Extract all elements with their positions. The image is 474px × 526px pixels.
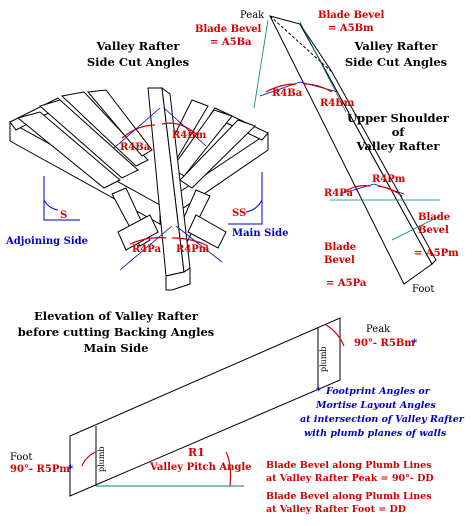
r4pm-arc-right xyxy=(377,185,403,197)
plumb-line-foot xyxy=(391,215,441,241)
side-cut-line xyxy=(175,225,223,263)
elevation-peak-label: Peak xyxy=(366,324,391,335)
label-r4ba-left: R4Ba xyxy=(120,142,151,153)
elevation-foot-label: Foot xyxy=(10,452,32,463)
r4bm-arc xyxy=(161,122,197,135)
foot-angle-star: * xyxy=(68,464,74,475)
right-title-line1: Valley Rafter xyxy=(354,39,439,53)
label-adjoining-side: Adjoining Side xyxy=(5,236,88,247)
blade-bevel-a5pa-line1: Blade xyxy=(324,242,356,253)
footnote-star: * xyxy=(316,386,321,397)
plumb-label-lower: plumb xyxy=(97,446,106,472)
peak-angle-arc xyxy=(325,324,345,347)
footnote-line3: at intersection of Valley Rafter xyxy=(300,414,465,425)
label-r4pm-right: R4Pm xyxy=(372,174,406,185)
blade-bevel-a5ba-line1: Blade Bevel xyxy=(195,24,262,35)
peak-angle-star: * xyxy=(412,338,418,349)
elevation-title-line1: Elevation of Valley Rafter xyxy=(34,309,199,323)
foot-bevel-note-line1: Blade Bevel along Plumb Lines xyxy=(266,491,432,502)
elevation-title-line3: Main Side xyxy=(84,341,149,355)
label-r4pm-left: R4Pm xyxy=(176,244,210,255)
rafter-elevation-body xyxy=(69,317,341,497)
r1-arc xyxy=(225,451,232,487)
rafter xyxy=(60,91,149,167)
pitch-label: Valley Pitch Angle xyxy=(149,462,252,473)
blade-bevel-a5bm-line2: = A5Bm xyxy=(328,23,374,34)
blade-bevel-a5pm-line3: = A5Pm xyxy=(414,248,459,259)
rafter-side xyxy=(299,23,437,265)
main-side-triangle xyxy=(228,172,263,225)
r4pa-arc-right xyxy=(343,185,371,193)
peak-label: Peak xyxy=(240,10,265,21)
blade-bevel-a5bm-line1: Blade Bevel xyxy=(318,10,385,21)
label-r4bm-right: R4Bm xyxy=(320,98,355,109)
left-title-line2: Side Cut Angles xyxy=(87,55,189,69)
blade-bevel-a5pm-line2: Bevel xyxy=(418,225,449,236)
footnote-line2: Mortise Layout Angles xyxy=(315,400,436,411)
adjoining-side-triangle xyxy=(43,176,80,221)
upper-shoulder-line3: Valley Rafter xyxy=(356,139,441,153)
rafter xyxy=(87,89,153,157)
right-title-line2: Side Cut Angles xyxy=(345,55,447,69)
blade-bevel-line-left xyxy=(253,19,269,109)
peak-bevel-note-line2: at Valley Rafter Peak = 90°- DD xyxy=(266,473,434,484)
rafter-top-edge xyxy=(269,15,333,73)
blade-bevel-a5ba-line2: = A5Ba xyxy=(210,37,252,48)
foot-bevel-note-line2: at Valley Rafter Foot = DD xyxy=(266,504,406,515)
peak-angle-label: 90°- R5Bm xyxy=(354,338,415,349)
label-s: S xyxy=(60,210,67,221)
blade-bevel-a5pm-line1: Blade xyxy=(418,212,450,223)
blade-bevel-a5pa-line3: = A5Pa xyxy=(326,278,367,289)
side-cut-line xyxy=(113,107,161,149)
blade-bevel-line-right xyxy=(299,21,347,113)
foot-angle-arc xyxy=(81,451,97,467)
label-main-side: Main Side xyxy=(232,228,288,239)
label-ss: SS xyxy=(232,208,246,219)
label-r4pa-left: R4Pa xyxy=(132,244,162,255)
rafter xyxy=(16,111,121,189)
peak-bevel-note-line1: Blade Bevel along Plumb Lines xyxy=(266,460,432,471)
plumb-label-upper: plumb xyxy=(319,346,328,372)
footnote-line4: with plumb planes of walls xyxy=(304,428,447,439)
rafter xyxy=(187,214,227,249)
r4pm-arc xyxy=(171,237,209,247)
side-cut-line xyxy=(163,107,207,147)
upper-shoulder-line2: of xyxy=(392,125,406,139)
valley-rafter-isometric xyxy=(269,15,437,285)
r4bm-arc-right xyxy=(303,83,333,93)
footnote-line1: Footprint Angles or xyxy=(325,386,431,397)
valley-rafter-foot xyxy=(165,267,191,291)
r4ba-arc xyxy=(121,124,156,139)
r4ba-arc-right xyxy=(265,83,297,93)
left-title-line1: Valley Rafter xyxy=(96,39,181,53)
rafter xyxy=(38,99,139,179)
side-cut-line xyxy=(119,225,173,271)
label-r4bm-left: R4Bm xyxy=(172,130,207,141)
label-r4pa-right: R4Pa xyxy=(324,188,354,199)
r1-label: R1 xyxy=(188,446,205,459)
foot-label-top: Foot xyxy=(412,284,434,295)
elevation-title-line2: before cutting Backing Angles xyxy=(18,325,215,339)
upper-shoulder-line1: Upper Shoulder xyxy=(347,111,450,125)
elevation-rafter xyxy=(69,317,341,497)
rafter xyxy=(117,214,159,251)
foot-angle-label: 90°- R5Pm xyxy=(10,464,70,475)
roof-framing-view xyxy=(9,86,269,291)
label-r4ba-right: R4Ba xyxy=(272,88,303,99)
blade-bevel-a5pa-line2: Bevel xyxy=(324,255,355,266)
r4pa-arc xyxy=(129,237,167,245)
